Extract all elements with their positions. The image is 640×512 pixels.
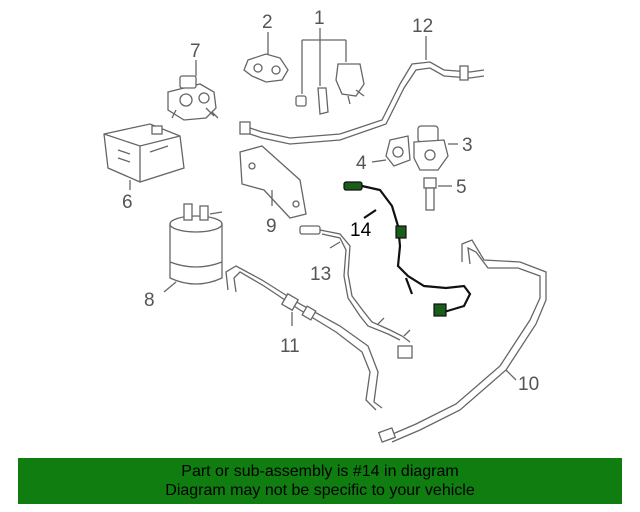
label-14: 14	[350, 220, 372, 241]
info-banner: Part or sub-assembly is #14 in diagram D…	[18, 458, 622, 504]
label-8: 8	[144, 290, 155, 311]
part-12-pipe-edge	[243, 67, 485, 145]
part-10-end-fitting	[377, 427, 397, 443]
label-7: 7	[190, 41, 201, 62]
part-4-leader	[371, 159, 387, 163]
part-11-clamp-2	[301, 305, 317, 321]
part-14-harness-highlighted	[343, 181, 472, 317]
part-7-valve-assembly	[167, 75, 219, 121]
part-13-leader	[329, 241, 341, 249]
label-1: 1	[314, 8, 325, 29]
label-9: 9	[266, 216, 277, 237]
part-4-gasket	[385, 135, 411, 167]
label-2: 2	[262, 12, 273, 33]
part-1-connectors	[295, 63, 365, 115]
part-1-leader	[301, 28, 347, 94]
part-11-hose	[225, 265, 383, 409]
label-6: 6	[122, 192, 133, 213]
banner-line-2: Diagram may not be specific to your vehi…	[165, 482, 475, 499]
part-6-canister	[103, 123, 185, 183]
label-11: 11	[280, 336, 300, 357]
part-10-pipe-edge	[387, 246, 541, 437]
label-12: 12	[412, 16, 433, 37]
part-8-canister	[169, 203, 223, 285]
part-12-fitting	[459, 65, 469, 81]
part-2-bracket	[243, 53, 289, 83]
part-13-sensor-harness	[299, 225, 413, 359]
label-3: 3	[462, 135, 473, 156]
part-11-hose-edge	[233, 271, 377, 411]
label-4: 4	[356, 153, 367, 174]
label-10: 10	[518, 374, 539, 395]
part-10-pipe	[391, 239, 547, 443]
part-12-end-fitting	[239, 121, 251, 135]
part-10-leader	[505, 369, 517, 381]
part-11-clamp	[280, 292, 300, 312]
banner-line-1: Part or sub-assembly is #14 in diagram	[181, 463, 459, 480]
part-3-valve	[413, 125, 449, 171]
part-14-leader	[363, 209, 377, 219]
label-5: 5	[456, 177, 467, 198]
parts-diagram: 7 2 1 12 3 4 5	[103, 8, 547, 443]
part-8-leader	[163, 281, 177, 293]
label-13: 13	[310, 264, 331, 285]
part-9-bracket-plate	[239, 145, 307, 219]
part-5-bolt	[423, 177, 437, 211]
part-12-pipe	[243, 61, 485, 139]
